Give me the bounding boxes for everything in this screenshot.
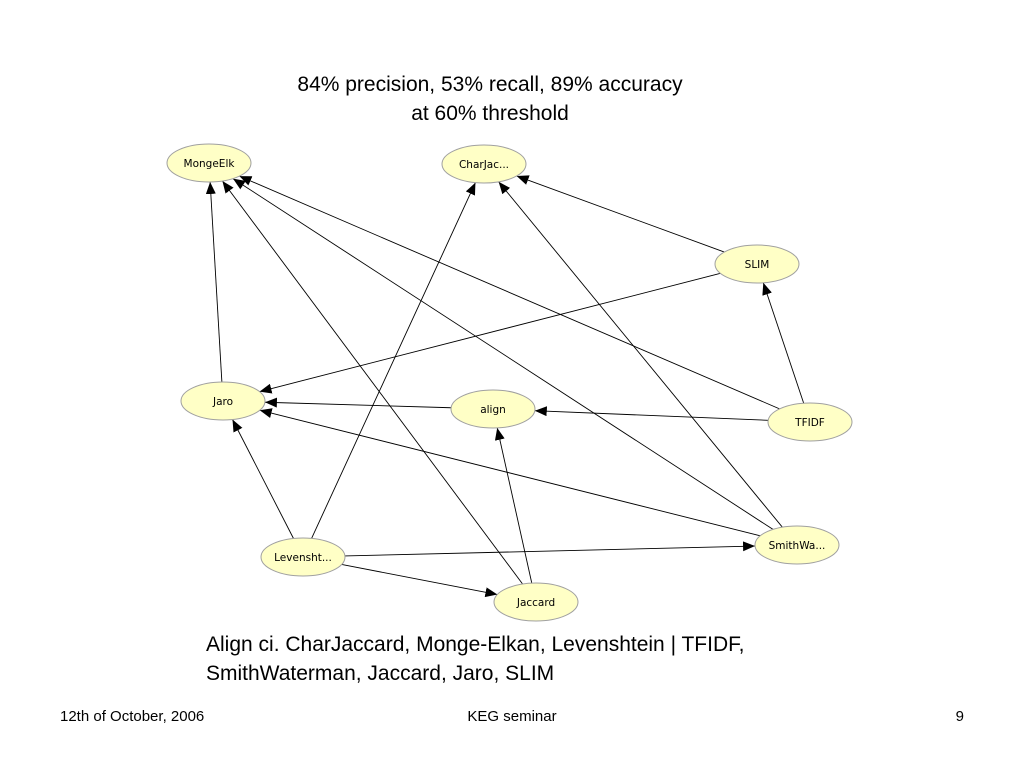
edge-tfidf-to-align <box>534 406 769 421</box>
edge-tfidf-to-slim <box>762 282 805 404</box>
slide-heading: 84% precision, 53% recall, 89% accuracy … <box>230 70 750 128</box>
edge-levensht-to-jaro <box>232 419 294 539</box>
node-jaccard[interactable]: Jaccard <box>493 582 579 622</box>
node-label: MongeElk <box>184 158 236 170</box>
node-tfidf[interactable]: TFIDF <box>767 402 853 442</box>
node-label: TFIDF <box>794 417 825 429</box>
edge-levensht-to-smithwa <box>344 541 756 557</box>
node-slim[interactable]: SLIM <box>714 244 800 284</box>
node-shape <box>450 389 536 429</box>
node-jaro[interactable]: Jaro <box>180 381 266 421</box>
edge-jaccard-to-align <box>494 427 533 584</box>
node-shape <box>260 537 346 577</box>
node-mongeelk[interactable]: MongeElk <box>166 143 252 183</box>
node-smithwa[interactable]: SmithWa... <box>754 525 840 565</box>
footer-page-number: 9 <box>955 708 964 725</box>
slide-caption: Align ci. CharJaccard, Monge-Elkan, Leve… <box>206 630 906 688</box>
node-label: Jaro <box>212 396 233 408</box>
node-label: SLIM <box>745 259 770 271</box>
node-label: CharJac... <box>459 159 509 171</box>
edge-align-to-jaro <box>264 397 452 409</box>
node-shape <box>441 144 527 184</box>
edge-levensht-to-jaccard <box>341 564 498 598</box>
footer-date: 12th of October, 2006 <box>60 708 205 725</box>
node-shape <box>166 143 252 183</box>
edge-smithwa-to-mongeelk <box>232 178 774 530</box>
node-label: Jaccard <box>516 597 555 609</box>
edge-tfidf-to-mongeelk <box>239 175 780 410</box>
graph-edges <box>205 175 805 598</box>
edge-smithwa-to-charjac <box>498 181 783 528</box>
node-levensht[interactable]: Levensht... <box>260 537 346 577</box>
node-charjac[interactable]: CharJac... <box>441 144 527 184</box>
node-shape <box>180 381 266 421</box>
node-label: align <box>480 404 506 416</box>
node-label: SmithWa... <box>769 540 826 552</box>
node-label: Levensht... <box>274 552 332 564</box>
heading-line-1: 84% precision, 53% recall, 89% accuracy <box>297 73 683 96</box>
node-shape <box>493 582 579 622</box>
edge-slim-to-charjac <box>516 175 725 253</box>
heading-line-2: at 60% threshold <box>411 102 569 125</box>
caption-line-2: SmithWaterman, Jaccard, Jaro, SLIM <box>206 662 555 685</box>
footer-event: KEG seminar <box>467 708 557 725</box>
edge-jaro-to-mongeelk <box>205 181 223 383</box>
node-shape <box>767 402 853 442</box>
node-shape <box>754 525 840 565</box>
edge-levensht-to-charjac <box>311 182 476 539</box>
edge-slim-to-jaro <box>259 272 721 394</box>
edge-smithwa-to-jaro <box>259 408 761 537</box>
edge-jaccard-to-mongeelk <box>222 180 523 585</box>
node-align[interactable]: align <box>450 389 536 429</box>
caption-line-1: Align ci. CharJaccard, Monge-Elkan, Leve… <box>206 633 745 656</box>
node-shape <box>714 244 800 284</box>
